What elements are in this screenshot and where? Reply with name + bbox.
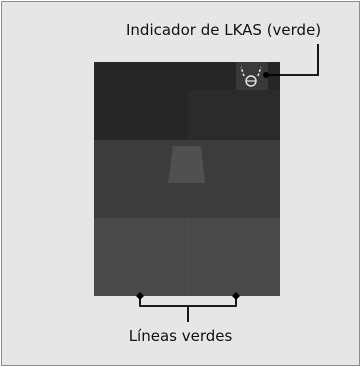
screen-bottom-area: [94, 218, 280, 296]
left-line-marker: [136, 292, 144, 300]
indicator-leader-line: [266, 44, 319, 76]
right-line-marker: [232, 292, 240, 300]
screen-top-right-panel: [188, 90, 280, 140]
green-lines-label: Líneas verdes: [128, 327, 233, 345]
lkas-steering-lanes-icon: [236, 62, 268, 90]
left-lane-icon: [240, 66, 245, 77]
lines-leader-line: [139, 296, 237, 322]
right-lane-icon: [257, 66, 262, 77]
indicator-leader-dot: [263, 72, 269, 78]
road-marker: [168, 146, 205, 183]
lkas-indicator-label: Indicador de LKAS (verde): [126, 21, 322, 39]
display-screen: [94, 62, 280, 296]
